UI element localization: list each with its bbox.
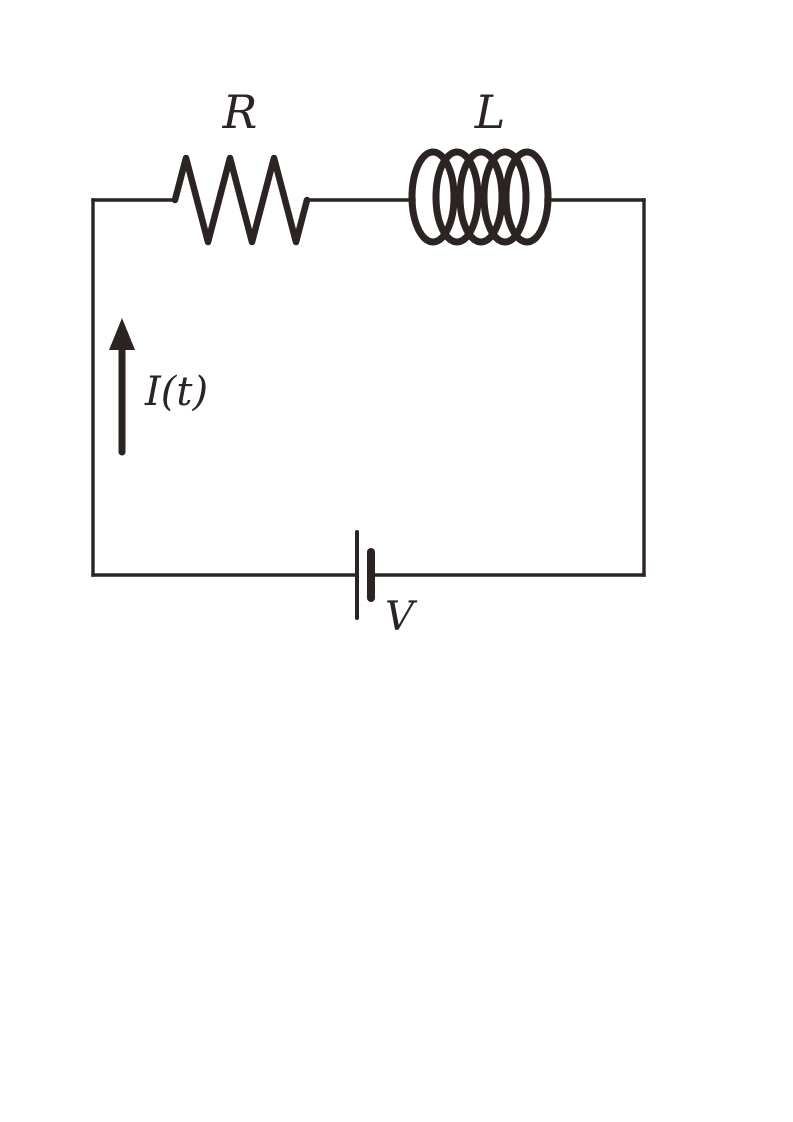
- inductor-loop: [408, 148, 458, 246]
- inductor-loop: [432, 148, 482, 246]
- current-arrow-head: [109, 318, 135, 350]
- inductor-loop: [456, 148, 506, 246]
- inductor-loop: [480, 148, 530, 246]
- inductor-label: L: [474, 85, 506, 139]
- inductor-symbol: [408, 148, 552, 246]
- current-arrow: [109, 318, 135, 456]
- battery-label: V: [385, 594, 418, 640]
- battery-symbol: [355, 530, 375, 620]
- current-label: I(t): [144, 369, 208, 415]
- circuit-wires: [91, 198, 646, 577]
- resistor-label: R: [222, 85, 258, 139]
- resistor-symbol: [171, 154, 311, 246]
- inductor-loop: [502, 148, 552, 246]
